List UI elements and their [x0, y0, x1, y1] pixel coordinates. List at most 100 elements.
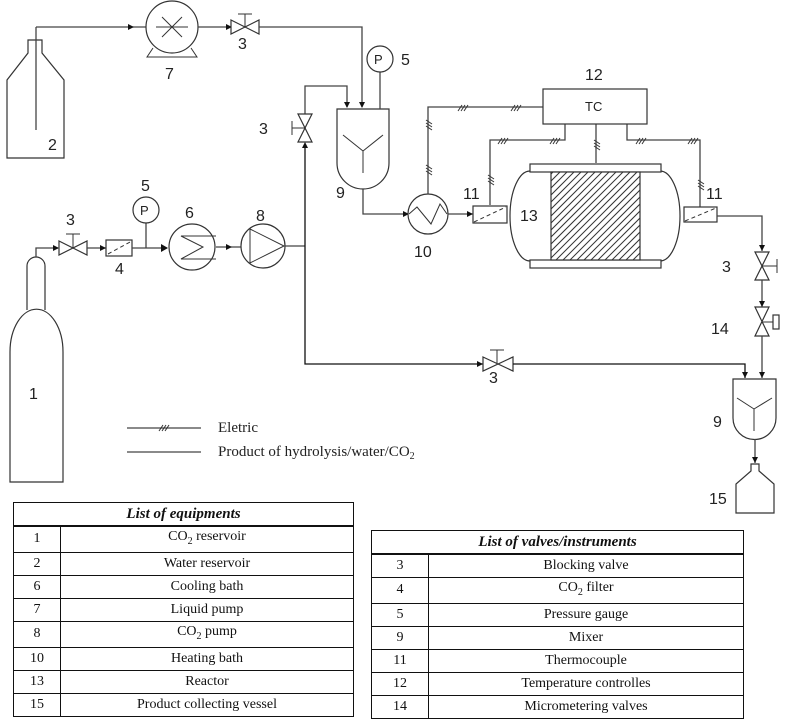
row-description: Thermocouple — [428, 648, 744, 673]
label-heating-bath: 10 — [414, 244, 432, 261]
label-collecting-vessel: 15 — [709, 491, 727, 508]
row-description: CO2 filter — [428, 577, 744, 604]
row-description: Mixer — [428, 625, 744, 650]
hatch-line — [551, 172, 624, 245]
hatch-line — [551, 172, 575, 196]
row-number: 13 — [13, 669, 61, 694]
pressure-gauge-mixer: P — [366, 45, 394, 73]
water-reservoir — [6, 27, 65, 159]
label-thermocouple-right: 11 — [706, 186, 723, 203]
label-valve-bypass: 3 — [259, 121, 268, 138]
mixer-upper — [336, 108, 390, 190]
row-number: 11 — [371, 648, 429, 673]
catalyst-bed-hatching — [551, 172, 640, 260]
row-number: 2 — [13, 551, 61, 576]
legend-product-label: Product of hydrolysis/water/CO2 — [218, 444, 415, 462]
hatch-line — [576, 196, 640, 260]
controller-text: TC — [585, 99, 602, 114]
flow-arrow — [226, 244, 232, 250]
liquid-pump — [145, 0, 199, 58]
row-description: Heating bath — [60, 646, 354, 671]
hatch-line — [562, 182, 640, 260]
label-micrometering-valve: 14 — [711, 321, 729, 338]
flow-arrow — [344, 102, 350, 108]
label-mixer-upper: 9 — [336, 185, 345, 202]
row-number: 8 — [13, 620, 61, 648]
hatch-line — [604, 224, 640, 260]
hatch-line — [551, 172, 638, 259]
hatch-line — [611, 231, 640, 260]
cooling-bath — [168, 223, 216, 271]
gauge-symbol: P — [140, 203, 149, 218]
row-description: Cooling bath — [60, 574, 354, 599]
row-number: 6 — [13, 574, 61, 599]
label-thermocouple-left: 11 — [463, 186, 480, 203]
blocking-valve-bypass — [291, 113, 313, 143]
flow-arrow — [759, 245, 765, 251]
legend: Eletric Product of hydrolysis/water/CO2 — [127, 420, 415, 462]
hatch-line — [551, 172, 631, 252]
hatch-line — [583, 203, 640, 260]
flow-arrow — [742, 372, 748, 378]
blocking-valve-outlet — [754, 251, 778, 281]
label-water-reservoir: 2 — [48, 137, 57, 154]
flow-arrow — [759, 301, 765, 307]
row-description: CO2 reservoir — [60, 525, 354, 553]
label-reactor: 13 — [520, 208, 538, 225]
pipe-mixer-to-heater — [362, 189, 408, 215]
flow-arrow — [467, 211, 473, 217]
label-co2-pump: 8 — [256, 208, 265, 225]
heating-bath — [407, 193, 449, 235]
flow-arrow — [759, 372, 765, 378]
pipe-bypass-to-mixer — [304, 85, 348, 134]
flow-arrow — [403, 211, 409, 217]
flow-arrow — [128, 24, 134, 30]
row-description: CO2 pump — [60, 620, 354, 648]
hatch-line — [555, 175, 640, 260]
micrometering-valve — [754, 306, 780, 337]
pipe-reactor-outlet — [717, 215, 763, 251]
flow-arrow — [100, 245, 106, 251]
hatch-line — [551, 172, 603, 224]
label-valve-bottom: 3 — [489, 370, 498, 387]
pressure-gauge-co2: P — [132, 196, 160, 224]
row-description: Blocking valve — [428, 553, 744, 578]
row-description: Micrometering valves — [428, 694, 744, 719]
blocking-valve-bottom — [482, 349, 514, 372]
label-gauge-mixer: 5 — [401, 52, 410, 69]
flow-arrow — [477, 361, 483, 367]
flow-arrow — [53, 245, 59, 251]
thermocouple-right — [683, 206, 718, 223]
pipe-co2-distribution — [304, 148, 483, 365]
pipe-co2-out — [35, 247, 58, 257]
row-description: Temperature controlles — [428, 671, 744, 696]
co2-reservoir — [9, 256, 64, 483]
row-number: 3 — [371, 553, 429, 578]
flow-arrow — [302, 142, 308, 148]
co2-pump — [240, 223, 286, 269]
hatch-line — [590, 210, 640, 260]
row-number: 9 — [371, 625, 429, 650]
row-description: Liquid pump — [60, 597, 354, 622]
label-liquid-pump: 7 — [165, 66, 174, 83]
row-description: Water reservoir — [60, 551, 354, 576]
reactor — [509, 163, 681, 269]
row-number: 5 — [371, 602, 429, 627]
blocking-valve-top — [230, 13, 260, 35]
pipe-valve-to-mixer — [259, 26, 363, 107]
flow-arrow — [161, 244, 168, 252]
mixer-lower — [732, 378, 777, 441]
